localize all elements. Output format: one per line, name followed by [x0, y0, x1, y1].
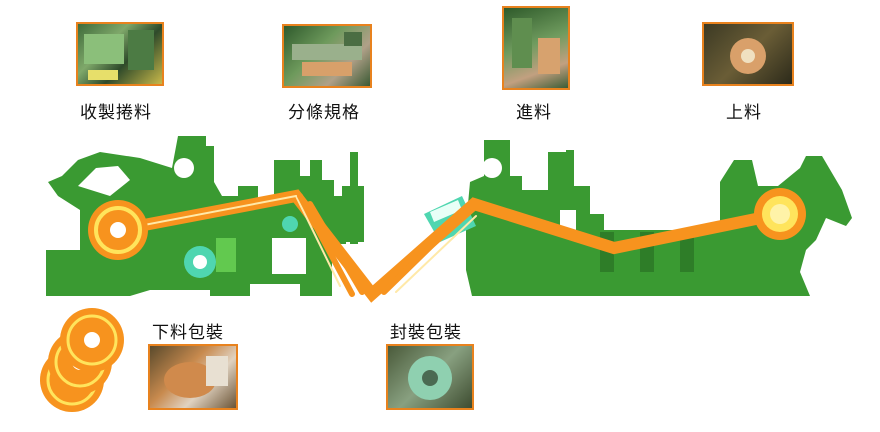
step-label-seal-pack: 封裝包裝: [390, 323, 462, 343]
wrapped-coil-photo: [386, 344, 474, 410]
feeding-line-photo: [502, 6, 570, 90]
step-label-unload-pack: 下料包裝: [152, 323, 224, 343]
step-label-rewind: 收製捲料: [80, 103, 152, 123]
machine-windows: [174, 158, 576, 274]
feed-coil: [754, 188, 806, 240]
coil-unloading-photo: [148, 344, 238, 410]
green-roller: [282, 216, 298, 232]
copper-strip-path: [112, 189, 786, 303]
step-label-feeding: 進料: [516, 103, 552, 123]
step-label-loading: 上料: [726, 103, 762, 123]
step-label-slitting: 分條規格: [288, 103, 360, 123]
slitting-machine-photo: [282, 24, 372, 88]
copper-coil-photo: [702, 22, 794, 86]
rewound-coil: [88, 200, 148, 260]
slitter-rewinder-photo: [76, 22, 164, 86]
finished-coil-stack: [40, 308, 124, 412]
